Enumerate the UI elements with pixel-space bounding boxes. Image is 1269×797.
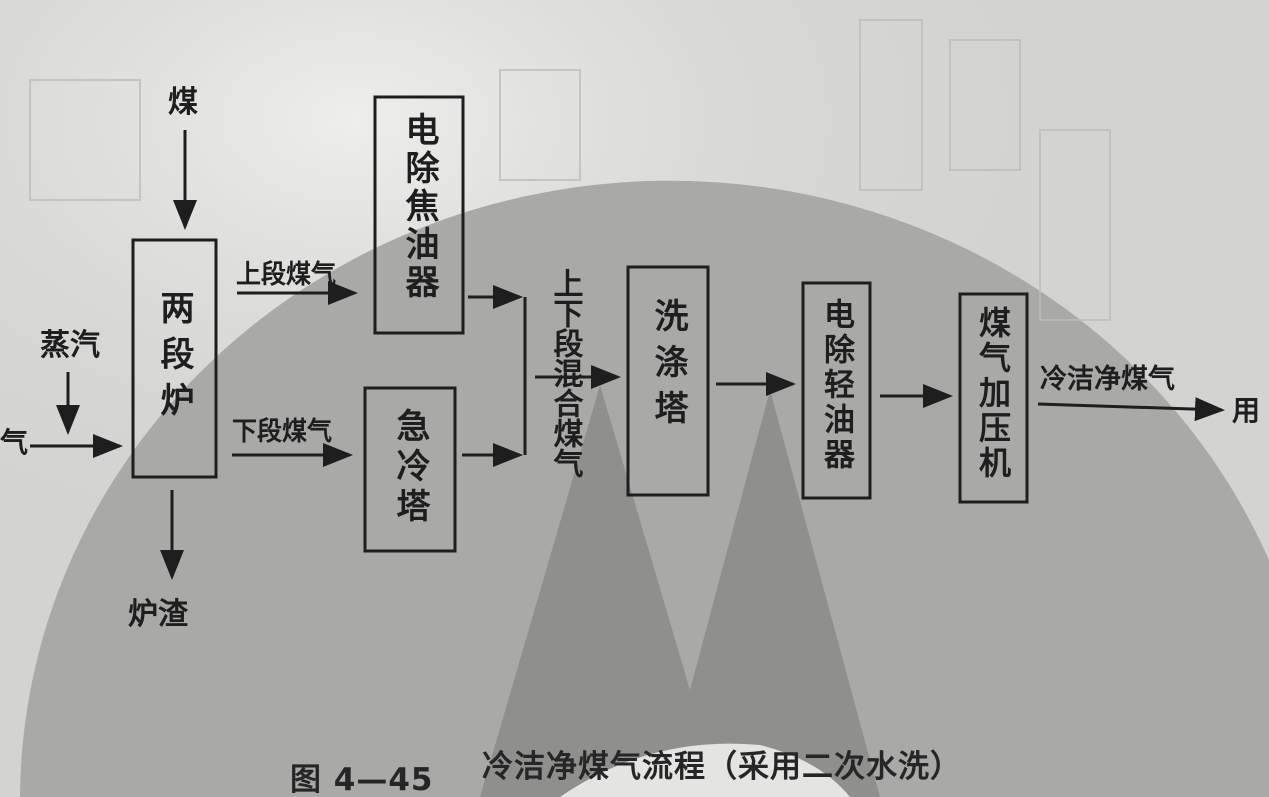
to-user-label-partial: 用: [1232, 394, 1260, 427]
flow-lines: [30, 130, 1225, 580]
tar-precipitator-label: 电除焦油器: [399, 112, 439, 302]
slag-label: 炉渣: [128, 597, 189, 632]
wash-tower-label: 洗涤塔: [648, 298, 688, 436]
furnace-box: [131, 238, 218, 479]
figure-title: 冷洁净煤气流程（采用二次水洗）: [482, 749, 962, 785]
furnace-label: 两段炉: [154, 290, 194, 428]
lower-gas-label: 下段煤气: [232, 416, 332, 447]
quench-tower-box: [363, 386, 457, 553]
clean-gas-label: 冷洁净煤气: [1040, 364, 1175, 395]
air-label-partial: 气: [0, 426, 28, 459]
light-oil-precipitator-label: 电除轻油器: [818, 298, 856, 473]
watermark-emblem: [20, 180, 1269, 797]
bleed-through-artifacts: [29, 19, 1111, 321]
coal-label: 煤: [168, 85, 198, 120]
clean-gas-arrow: [1037, 397, 1225, 422]
mixed-gas-label: 上下段混合煤气: [548, 268, 584, 478]
quench-tower-label: 急冷塔: [390, 408, 430, 528]
figure-number: 图 4—45: [290, 762, 434, 797]
light-oil-precipitator-box: [801, 281, 872, 500]
wash-tower-box: [626, 265, 710, 497]
steam-label: 蒸汽: [40, 328, 100, 363]
tar-precipitator-box: [373, 95, 465, 335]
upper-gas-label: 上段煤气: [236, 259, 336, 290]
gas-compressor-box: [958, 292, 1029, 504]
gas-compressor-label: 煤气加压机: [974, 306, 1012, 481]
